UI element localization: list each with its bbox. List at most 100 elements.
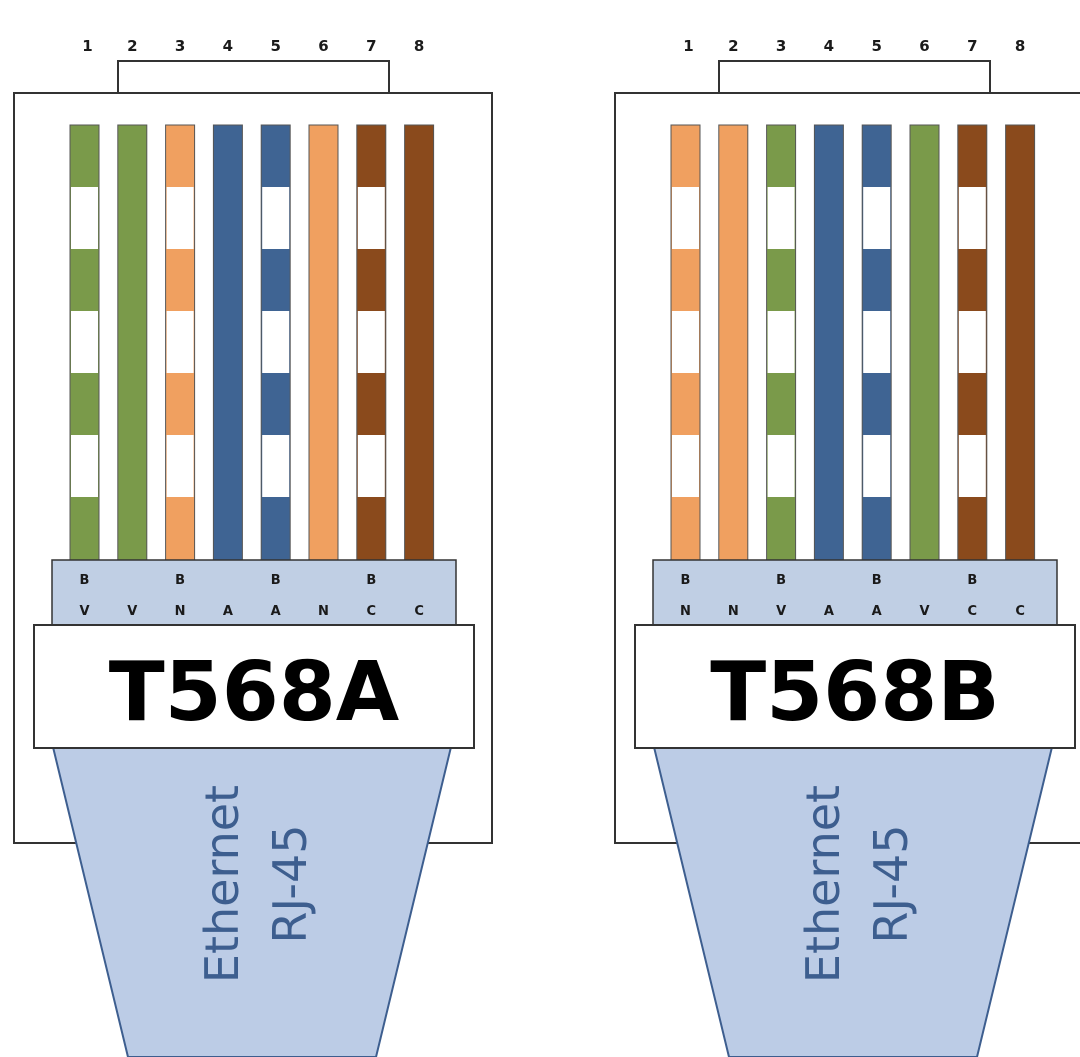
pin-number: 3 [175,37,185,55]
pin-number: 2 [127,37,137,55]
code-top-letter: B [175,573,185,588]
wire-white-stripe [767,187,795,249]
wire-white-stripe [672,435,699,497]
cable-sleeve [652,746,1054,1057]
code-bottom-letter: N [680,604,691,619]
wire-white-stripe [262,311,290,373]
standard-label: T568A [109,645,400,740]
wire-white-stripe [166,311,194,373]
pin-number: 7 [967,37,977,55]
wire-green-solid [909,124,940,561]
code-bottom-letter: N [728,604,739,619]
wire-white-stripe [71,435,98,497]
code-bottom-letter: A [271,604,281,619]
pin-number: 5 [871,37,881,55]
wire-orange-white-striped [165,124,196,561]
code-bottom-letter: V [776,604,786,619]
wire-body [718,125,748,560]
wire-body [213,125,243,560]
wire-white-stripe [357,311,385,373]
wire-blue-white-striped [861,124,892,561]
wire-white-stripe [672,187,699,249]
wire-white-stripe [958,187,986,249]
wire-brown-white-striped [356,124,387,561]
cable-label-ethernet: Ethernet [195,785,249,983]
standard-label-box [33,624,475,749]
pin-number: 5 [270,37,280,55]
wire-green-white-striped [69,124,100,561]
wire-body [309,125,338,560]
wire-blue-white-striped [260,124,291,561]
wire-white-stripe [863,311,891,373]
code-bottom-letter: N [318,604,329,619]
wire-white-stripe [958,435,986,497]
wire-white-stripe [357,435,385,497]
wire-orange-solid [718,124,749,561]
wire-brown-solid [404,124,435,561]
code-bottom-letter: C [968,604,978,619]
wire-white-stripe [166,187,194,249]
code-bottom-letter: C [1015,604,1025,619]
cable-sleeve [51,746,453,1057]
wire-white-stripe [767,435,795,497]
pin-number: 8 [1015,37,1025,55]
pin-number: 8 [414,37,424,55]
standard-label: T568B [710,645,1000,740]
code-bottom-letter: V [79,604,89,619]
pin-number: 1 [683,37,693,55]
code-bottom-letter: A [223,604,233,619]
wire-white-stripe [262,187,290,249]
wire-body [1005,125,1035,560]
wire-orange-white-striped [670,124,701,561]
code-top-letter: B [776,573,786,588]
code-bottom-letter: A [824,604,834,619]
wire-white-stripe [863,435,891,497]
cable-label-rj45: RJ-45 [864,824,918,943]
pin-number: 4 [824,37,834,55]
wire-body [404,125,434,560]
code-top-letter: B [366,573,376,588]
code-bottom-letter: C [367,604,377,619]
wire-white-stripe [767,311,795,373]
wire-brown-solid [1005,124,1036,561]
wire-white-stripe [166,435,194,497]
standard-label-box [634,624,1076,749]
code-bottom-letter: V [127,604,137,619]
wire-white-stripe [262,435,290,497]
pin-number: 1 [82,37,92,55]
pin-number: 6 [919,37,929,55]
wire-white-stripe [958,311,986,373]
wire-blue-solid [813,124,844,561]
code-top-letter: B [967,573,977,588]
wire-white-stripe [71,311,98,373]
pin-number: 6 [318,37,328,55]
connector-t568b: 1 2 3 4 5 6 7 8B N N B V A B A V B C C Ethernet RJ-45 T568B [614,37,1080,1057]
wire-body [910,125,939,560]
wire-orange-solid [308,124,339,561]
code-top-letter: B [872,573,882,588]
code-bottom-letter: C [414,604,424,619]
code-top-letter: B [681,573,691,588]
color-code-band [652,559,1058,627]
cable-label-ethernet: Ethernet [796,785,850,983]
clip-bracket [718,60,991,92]
color-code-band [51,559,457,627]
wire-white-stripe [357,187,385,249]
code-top-letter: B [80,573,90,588]
cable-label-rj45: RJ-45 [263,824,317,943]
code-bottom-letter: N [175,604,186,619]
wire-green-white-striped [766,124,797,561]
code-bottom-letter: A [872,604,882,619]
wire-blue-solid [212,124,243,561]
pin-number: 2 [728,37,738,55]
wire-white-stripe [672,311,699,373]
code-bottom-letter: V [919,604,929,619]
pin-number: 7 [366,37,376,55]
wire-green-solid [117,124,148,561]
wire-white-stripe [71,187,98,249]
wire-brown-white-striped [957,124,988,561]
wire-body [814,125,844,560]
pin-number: 3 [776,37,786,55]
